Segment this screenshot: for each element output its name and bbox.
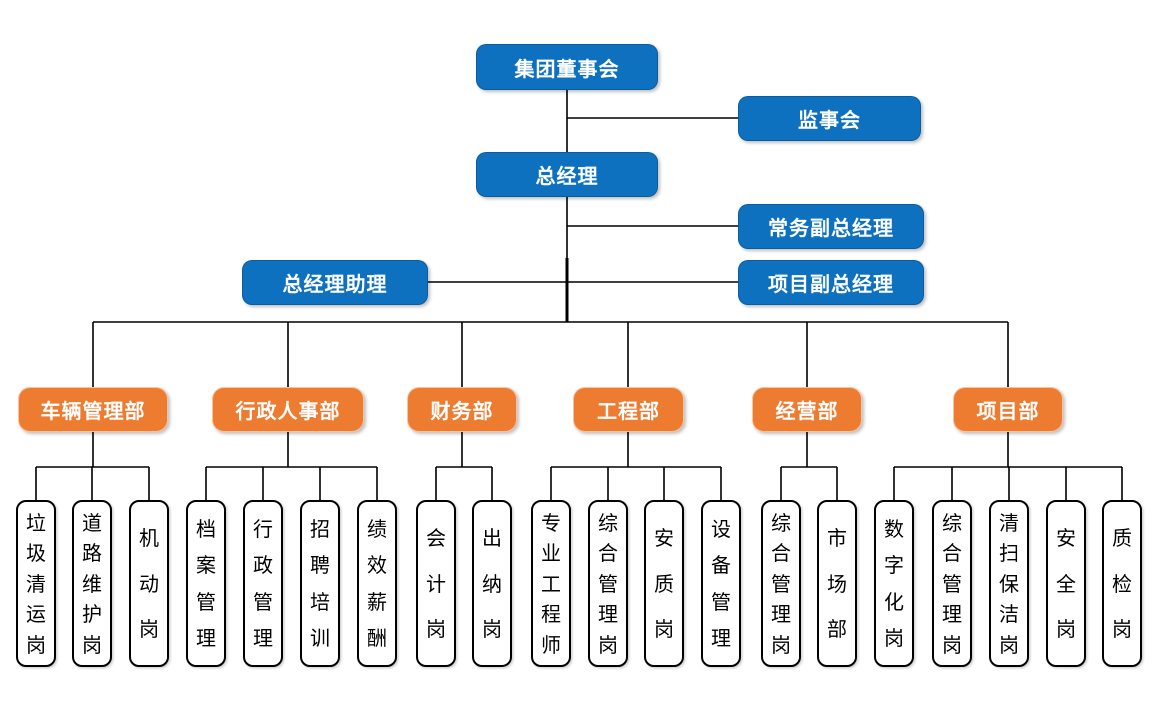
post-node: 出纳岗 <box>472 500 512 667</box>
post-label: 清扫保洁岗 <box>999 510 1019 657</box>
node-label: 项目副总经理 <box>768 272 894 296</box>
dept-node-vehicle-management: 车辆管理部 <box>18 387 168 432</box>
post-node: 专业工程师 <box>531 500 571 667</box>
post-label: 道路维护岗 <box>82 510 102 657</box>
post-node: 综合管理岗 <box>932 500 972 667</box>
post-node: 行政管理 <box>243 500 283 667</box>
post-label: 安全岗 <box>1056 525 1076 642</box>
post-label: 质检岗 <box>1112 525 1132 642</box>
post-label: 数字化岗 <box>884 516 904 651</box>
node-board-of-directors: 集团董事会 <box>476 44 658 90</box>
post-label: 机动岗 <box>139 525 159 642</box>
post-label: 档案管理 <box>196 516 216 651</box>
dept-label: 项目部 <box>976 399 1040 423</box>
node-label: 监事会 <box>798 108 861 132</box>
node-label: 总经理 <box>535 164 599 188</box>
post-node: 安质岗 <box>644 500 684 667</box>
node-general-manager: 总经理 <box>476 152 658 197</box>
post-node: 清扫保洁岗 <box>989 500 1029 667</box>
post-label: 垃圾清运岗 <box>26 510 46 657</box>
post-node: 会计岗 <box>416 500 456 667</box>
post-label: 市场部 <box>827 525 847 642</box>
node-supervisory-board: 监事会 <box>738 96 921 141</box>
post-node: 安全岗 <box>1046 500 1086 667</box>
node-label: 总经理助理 <box>282 272 388 296</box>
post-node: 绩效薪酬 <box>357 500 397 667</box>
post-label: 绩效薪酬 <box>367 516 387 651</box>
dept-node-business: 经营部 <box>752 387 862 432</box>
post-label: 出纳岗 <box>482 525 502 642</box>
post-label: 综合管理岗 <box>771 510 791 657</box>
post-node: 道路维护岗 <box>72 500 112 667</box>
post-node: 市场部 <box>817 500 857 667</box>
post-label: 会计岗 <box>426 525 446 642</box>
dept-node-engineering: 工程部 <box>573 387 684 432</box>
post-node: 设备管理 <box>701 500 741 667</box>
dept-label: 行政人事部 <box>235 399 341 423</box>
post-node: 招聘培训 <box>300 500 340 667</box>
dept-node-project: 项目部 <box>953 387 1063 432</box>
node-project-deputy-gm: 项目副总经理 <box>738 260 924 305</box>
post-label: 安质岗 <box>654 525 674 642</box>
post-node: 综合管理岗 <box>761 500 801 667</box>
post-label: 设备管理 <box>711 516 731 651</box>
post-node: 机动岗 <box>129 500 169 667</box>
dept-node-finance: 财务部 <box>407 387 517 432</box>
dept-node-admin-hr: 行政人事部 <box>212 387 364 432</box>
dept-label: 工程部 <box>597 399 660 423</box>
node-executive-deputy-gm: 常务副总经理 <box>738 204 924 249</box>
dept-label: 车辆管理部 <box>40 399 146 423</box>
node-label: 常务副总经理 <box>768 216 894 240</box>
post-label: 专业工程师 <box>541 510 561 657</box>
post-label: 招聘培训 <box>310 516 330 651</box>
post-node: 垃圾清运岗 <box>16 500 56 667</box>
post-node: 档案管理 <box>186 500 226 667</box>
post-label: 综合管理岗 <box>598 510 618 657</box>
dept-label: 财务部 <box>430 399 494 423</box>
connector-post-lines <box>35 432 1123 500</box>
node-gm-assistant: 总经理助理 <box>242 260 428 305</box>
dept-label: 经营部 <box>775 399 839 423</box>
post-label: 综合管理岗 <box>942 510 962 657</box>
post-label: 行政管理 <box>253 516 273 651</box>
post-node: 综合管理岗 <box>588 500 628 667</box>
node-label: 集团董事会 <box>514 56 620 81</box>
post-node: 质检岗 <box>1102 500 1142 667</box>
post-node: 数字化岗 <box>874 500 914 667</box>
